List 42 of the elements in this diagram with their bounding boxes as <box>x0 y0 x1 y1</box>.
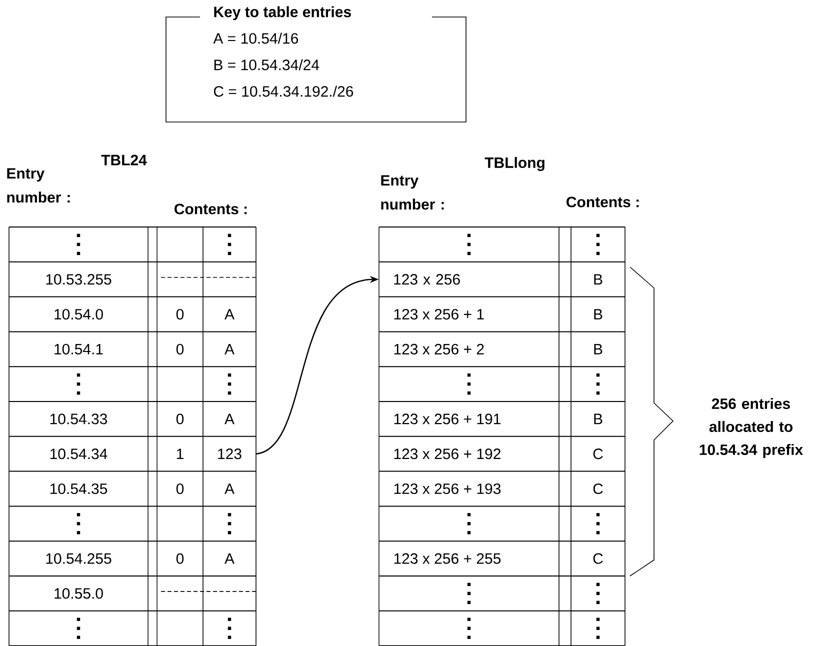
table-cell: 1 <box>176 448 184 460</box>
table-cell: 10.54.33 <box>50 414 108 424</box>
table-cell: B <box>594 309 602 320</box>
column-header: Contents : <box>566 196 639 208</box>
table-title: TBL24 <box>101 154 147 166</box>
table-cell: C <box>593 448 603 460</box>
table-cell: 10.54.34 <box>50 448 108 460</box>
table-cell: A <box>224 309 234 320</box>
table-cell: A <box>224 553 234 564</box>
table-cell: 10.54.35 <box>50 483 108 494</box>
column-header: Entry number : <box>381 175 444 210</box>
table-cell: 0 <box>176 344 184 354</box>
table-cell: 123 x 256 <box>394 274 460 285</box>
table-cell: C <box>593 483 603 494</box>
table-cell: B <box>594 344 602 354</box>
column-header: Contents : <box>174 204 247 214</box>
table-cell: 10.54.1 <box>54 344 103 354</box>
table-cell: C <box>593 553 603 564</box>
table-cell: 123 x 256 + 1 <box>394 308 484 320</box>
table-cell: 123 x 256 + 255 <box>394 553 501 564</box>
table-cell: 10.55.0 <box>54 588 103 599</box>
table-title: TBLlong <box>484 156 544 172</box>
table-cell: 123 x 256 + 191 <box>394 414 500 424</box>
table-cell: A <box>224 484 234 494</box>
table-cell: 123 <box>218 448 242 460</box>
table-cell: 123 x 256 + 193 <box>394 483 501 494</box>
table-cell: 0 <box>176 308 184 320</box>
table-cell: A <box>224 344 234 354</box>
table-cell: 10.54.0 <box>54 308 103 320</box>
table-cell: A <box>224 414 234 424</box>
brace-label: 256 entries allocated to 10.54.34 prefix <box>700 398 803 458</box>
table-cell: 0 <box>176 414 184 424</box>
table-cell: 10.53.255 <box>46 274 112 285</box>
column-header: Entry number : <box>7 168 70 203</box>
key-box: Key to table entries A = 10.54/16 B = 10.54.34/24 C = 10.54.34.192./26 <box>166 6 466 122</box>
table-cell: 123 x 256 + 2 <box>394 344 484 354</box>
table-cell: 0 <box>176 553 184 564</box>
table-cell: 0 <box>176 483 184 494</box>
table-cell: 123 x 256 + 192 <box>394 448 500 460</box>
table-cell: B <box>594 274 602 285</box>
table-cell: B <box>594 414 602 424</box>
table-cell: 10.54.255 <box>46 553 112 564</box>
